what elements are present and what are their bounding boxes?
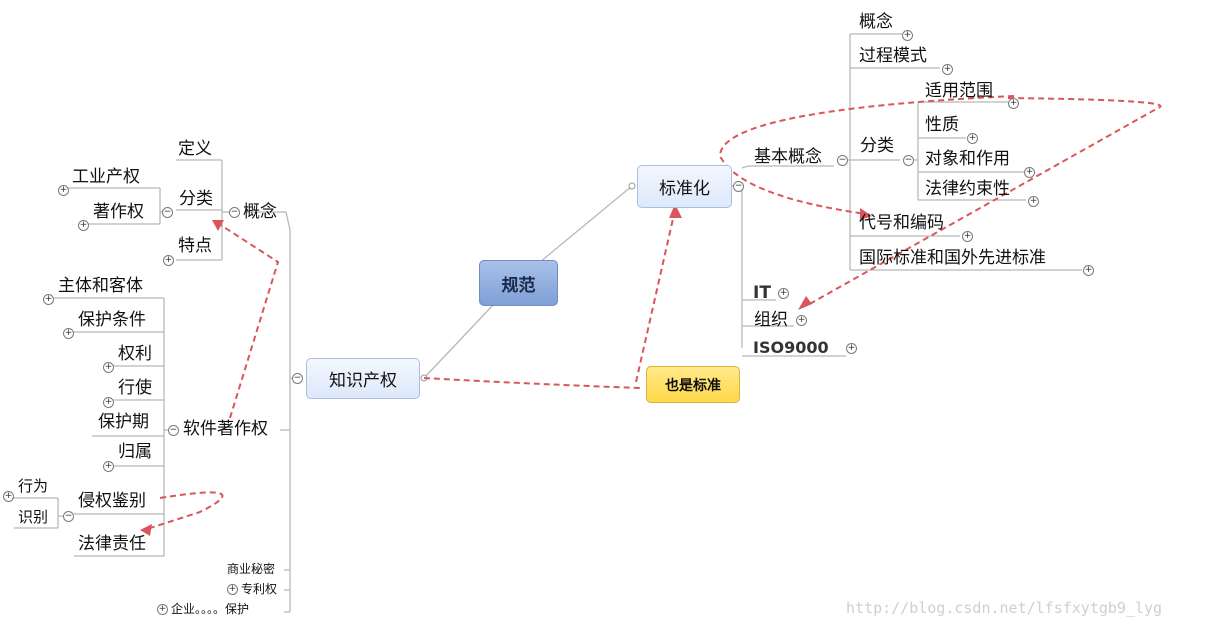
node-falv-zeren[interactable]: 法律责任 [78, 534, 146, 554]
node-xingzhi[interactable]: 性质 [925, 115, 959, 135]
node-baohu-tiaojian[interactable]: 保护条件 [78, 310, 146, 330]
floating-note[interactable]: 也是标准 [646, 366, 740, 403]
node-xingwei[interactable]: 行为 [18, 477, 49, 495]
root-label: 规范 [501, 275, 536, 296]
node-dingyi[interactable]: 定义 [178, 139, 212, 159]
topic-label: 知识产权 [329, 371, 397, 391]
node-guocheng-moshi[interactable]: 过程模式 [859, 46, 927, 66]
node-it[interactable]: IT [753, 283, 771, 303]
expand-toggle[interactable]: + [778, 288, 789, 299]
node-iso9000[interactable]: ISO9000 [753, 338, 829, 357]
node-qiye-baohu[interactable]: 企业。。。。保护 [171, 602, 250, 616]
expand-toggle[interactable]: + [1008, 98, 1019, 109]
node-duixiang-zuoyong[interactable]: 对象和作用 [925, 149, 1010, 169]
node-guoji-biaozhun[interactable]: 国际标准和国外先进标准 [859, 248, 1046, 268]
node-zhuanliquan[interactable]: 专利权 [241, 582, 278, 596]
topic-zhishichanquan[interactable]: 知识产权 [306, 358, 420, 399]
node-shibie[interactable]: 识别 [18, 508, 49, 526]
expand-toggle[interactable]: + [103, 397, 114, 408]
expand-toggle[interactable]: + [78, 220, 89, 231]
node-guishu[interactable]: 归属 [118, 442, 152, 462]
node-tedian[interactable]: 特点 [178, 236, 212, 256]
node-quanli[interactable]: 权利 [118, 344, 152, 364]
collapse-toggle[interactable]: − [837, 155, 848, 166]
expand-toggle[interactable]: + [103, 362, 114, 373]
expand-toggle[interactable]: + [846, 343, 857, 354]
root-node[interactable]: 规范 [479, 260, 558, 306]
node-zuzhi[interactable]: 组织 [754, 310, 788, 330]
expand-toggle[interactable]: + [962, 231, 973, 242]
node-jiben-gainian[interactable]: 基本概念 [754, 147, 822, 167]
expand-toggle[interactable]: + [942, 64, 953, 75]
node-zhuzuoquan[interactable]: 著作权 [93, 202, 144, 222]
expand-toggle[interactable]: + [157, 604, 168, 615]
node-zhuti-keti[interactable]: 主体和客体 [58, 276, 143, 296]
node-gainian[interactable]: 概念 [243, 202, 277, 222]
expand-toggle[interactable]: + [1028, 196, 1039, 207]
topic-label: 标准化 [659, 179, 710, 199]
collapse-toggle[interactable]: − [292, 373, 303, 384]
expand-toggle[interactable]: + [63, 328, 74, 339]
collapse-toggle[interactable]: − [63, 511, 74, 522]
expand-toggle[interactable]: + [3, 491, 14, 502]
expand-toggle[interactable]: + [967, 133, 978, 144]
node-shangye-mimi[interactable]: 商业秘密 [227, 562, 276, 576]
collapse-toggle[interactable]: − [168, 425, 179, 436]
collapse-toggle[interactable]: − [903, 155, 914, 166]
node-xingshi[interactable]: 行使 [118, 378, 152, 398]
node-ruanjian-zhuzuoquan[interactable]: 软件著作权 [183, 419, 268, 439]
note-label: 也是标准 [665, 377, 721, 394]
expand-toggle[interactable]: + [163, 255, 174, 266]
expand-toggle[interactable]: + [103, 461, 114, 472]
node-shiyong-fanwei[interactable]: 适用范围 [925, 81, 993, 101]
collapse-toggle[interactable]: − [229, 207, 240, 218]
expand-toggle[interactable]: + [1024, 167, 1035, 178]
collapse-toggle[interactable]: − [733, 181, 744, 192]
expand-toggle[interactable]: + [1083, 265, 1094, 276]
node-daihao-bianma[interactable]: 代号和编码 [859, 213, 944, 233]
node-fenlei[interactable]: 分类 [179, 189, 213, 209]
node-gongye-chanquan[interactable]: 工业产权 [72, 167, 140, 187]
node-falv-yueshuxing[interactable]: 法律约束性 [925, 179, 1010, 199]
topic-biaozhunhua[interactable]: 标准化 [637, 165, 732, 208]
expand-toggle[interactable]: + [43, 294, 54, 305]
node-gainian-right[interactable]: 概念 [859, 12, 893, 32]
collapse-toggle[interactable]: − [162, 207, 173, 218]
node-baohuqi[interactable]: 保护期 [98, 412, 149, 432]
expand-toggle[interactable]: + [227, 584, 238, 595]
expand-toggle[interactable]: + [796, 315, 807, 326]
node-fenlei-right[interactable]: 分类 [860, 136, 894, 156]
expand-toggle[interactable]: + [902, 30, 913, 41]
expand-toggle[interactable]: + [58, 185, 69, 196]
node-qinquan-jianbie[interactable]: 侵权鉴别 [78, 491, 146, 511]
watermark: http://blog.csdn.net/lfsfxytgb9_lyg [846, 599, 1163, 617]
